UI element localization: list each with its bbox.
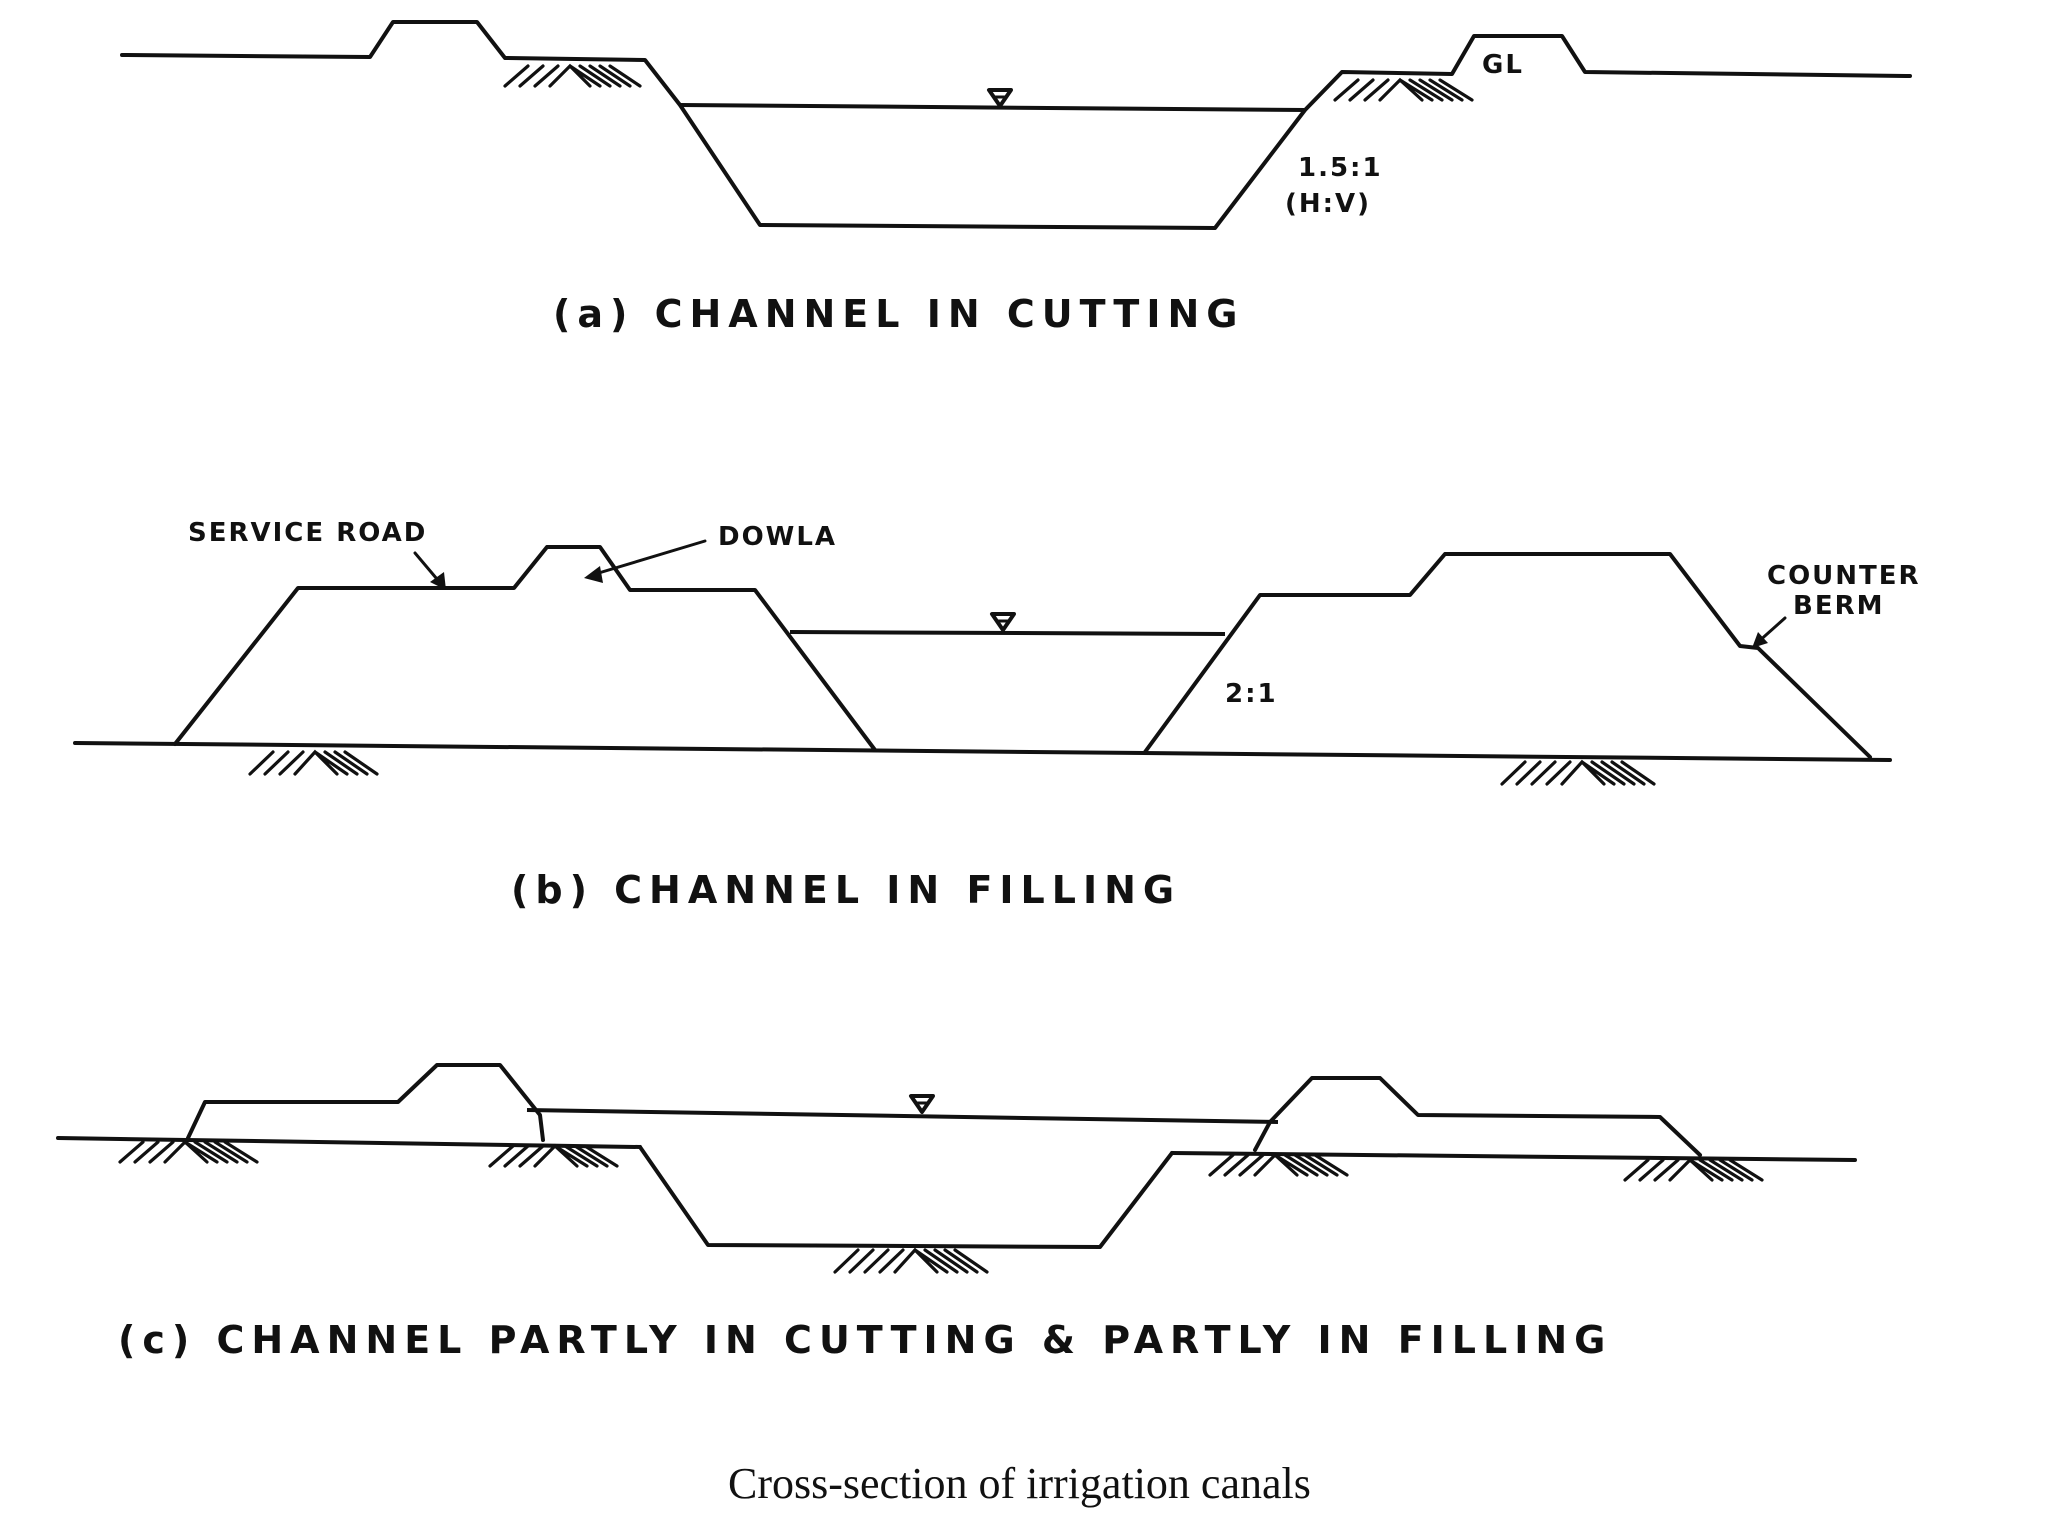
ground-hatch-icon [118, 1139, 259, 1164]
panel-c-caption: (c) CHANNEL PARTLY IN CUTTING & PARTLY I… [118, 1318, 1612, 1362]
panel-c-channel-cut [638, 1145, 1174, 1249]
ground-hatch-icon [248, 749, 379, 776]
dowla-leader-arrow [584, 539, 707, 583]
panel-a-caption: (a) CHANNEL IN CUTTING [553, 292, 1244, 336]
water-level-icon [990, 612, 1016, 632]
panel-a-gl-label: GL [1482, 50, 1524, 80]
panel-c-ground-left [56, 1136, 642, 1149]
water-level-icon [987, 88, 1013, 108]
panel-a-slope-label: 1.5:1 [1298, 153, 1383, 183]
panel-a-profile [120, 20, 1912, 230]
panel-b-ground-line [73, 741, 1892, 762]
panel-b-caption: (b) CHANNEL IN FILLING [511, 868, 1181, 912]
ground-hatch-icon [833, 1247, 989, 1274]
counter-berm-leader-arrow [1752, 616, 1787, 648]
panel-b-left-embankment [173, 545, 877, 752]
ground-hatch-icon [488, 1143, 619, 1168]
panel-b-service-road-label: SERVICE ROAD [188, 518, 427, 548]
panel-b-slope-label: 2:1 [1225, 679, 1278, 709]
ground-hatch-icon [503, 63, 642, 88]
panel-b-counter-label: COUNTER [1767, 561, 1921, 591]
ground-hatch-icon [1208, 1152, 1349, 1177]
panel-b-dowla-label: DOWLA [718, 522, 837, 552]
panel-c-water-line [526, 1108, 1279, 1124]
figure-title: Cross-section of irrigation canals [728, 1459, 1311, 1508]
ground-hatch-icon [1623, 1157, 1764, 1182]
panel-c: (c) CHANNEL PARTLY IN CUTTING & PARTLY I… [56, 1063, 1857, 1362]
ground-hatch-icon [1500, 759, 1656, 786]
panel-c-left-bank [186, 1063, 545, 1142]
ground-hatch-icon [1333, 77, 1474, 102]
water-level-icon [909, 1094, 935, 1114]
panel-c-right-bank [1253, 1076, 1702, 1157]
panel-b: SERVICE ROAD DOWLA 2:1 COUNTER BERM (b) … [73, 518, 1921, 912]
panel-b-berm-label: BERM [1793, 591, 1884, 621]
service-road-leader-arrow [413, 551, 446, 590]
panel-a-water-line [679, 103, 1306, 112]
panel-b-water-line [789, 630, 1226, 636]
panel-a-slope-units-label: (H:V) [1285, 189, 1371, 219]
panel-b-right-embankment [1143, 552, 1872, 759]
panel-a: GL 1.5:1 (H:V) (a) CHANNEL IN CUTTING [120, 20, 1912, 336]
